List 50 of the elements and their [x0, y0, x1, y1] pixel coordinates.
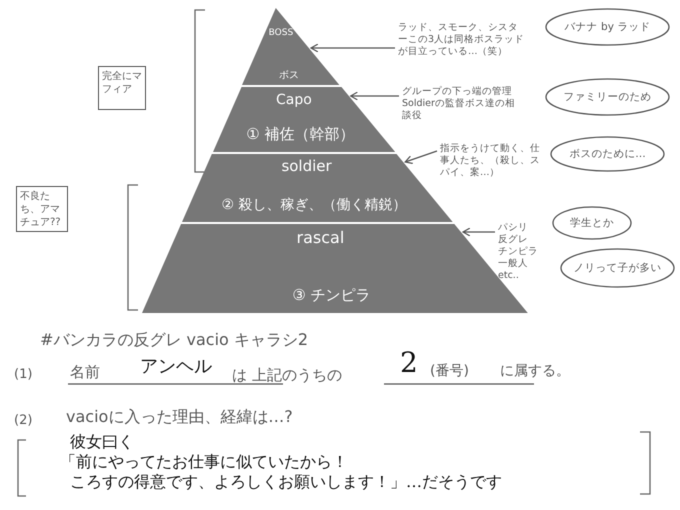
annotation-text: 指示をうけて動く、仕事人たち、（殺し、スパイ、案…） — [440, 143, 540, 179]
note-box — [98, 66, 146, 110]
pyramid-tier — [212, 87, 395, 152]
tier-label: ② 殺し、稼ぎ、（働く精鋭） — [221, 196, 406, 214]
pyramid-tier — [242, 8, 340, 85]
bubble-text: ボスのために… — [568, 147, 647, 161]
speech-bubble — [545, 8, 670, 46]
annotation-text: チンピラ — [498, 246, 539, 258]
annotation-text: グループの下っ端の管理Soldierの監督ボス達の相談役 — [402, 86, 516, 122]
pyramid-tier — [142, 224, 528, 313]
bubble-text: バナナ by ラッド — [564, 20, 652, 34]
bubble-text: 学生とか — [569, 216, 615, 230]
filled-answer: アンヘル — [140, 355, 212, 378]
speech-bubble — [550, 136, 665, 172]
item-number: (1) — [14, 367, 32, 382]
bubble-text: ノリって子が多い — [572, 261, 662, 275]
answer-text: 「前にやってたお仕事に似ていたから！ — [60, 452, 348, 473]
annotation-text: etc.. — [498, 270, 520, 282]
tier-label: soldier — [281, 157, 332, 175]
answer-text: 彼女曰く — [70, 432, 134, 453]
prompt-text: は 上記のうちの — [232, 366, 342, 385]
box-text: 完全にマフィア — [101, 70, 143, 97]
prompt-text: に属する。 — [500, 362, 570, 380]
arrow — [462, 227, 495, 237]
speech-bubble — [552, 206, 632, 240]
question-text: vacioに入った理由、経緯は…? — [66, 407, 293, 428]
item-number: (2) — [14, 413, 32, 428]
arrow — [404, 150, 438, 164]
filled-answer: 2 — [400, 346, 418, 379]
annotation-text: 一般人 — [498, 258, 529, 270]
heading: #バンカラの反グレ vacio キャラシ2 — [40, 330, 308, 351]
speech-bubble — [560, 248, 675, 288]
tier-label: ボス — [278, 69, 299, 82]
tier-label: ① 補佐（幹部） — [246, 125, 354, 144]
tier-label: rascal — [296, 228, 344, 247]
tier-label: BOSS — [268, 28, 294, 38]
annotation-text: 反グレ — [498, 234, 529, 246]
field-hint: (番号) — [430, 362, 469, 380]
arrow — [310, 43, 395, 53]
field-label: 名前 — [70, 363, 100, 382]
note-box — [16, 186, 68, 232]
annotation-text: パシリ — [498, 222, 529, 234]
bubble-text: ファミリーのため — [562, 90, 652, 104]
tier-label: ③ チンピラ — [292, 286, 371, 305]
speech-bubble — [545, 78, 670, 116]
annotation-text: ラッド、スモーク、シスターこの3人は同格ボスラッドが目立っている…（笑） — [398, 22, 526, 58]
tier-label: Capo — [276, 92, 312, 108]
answer-text: ころすの得意です、よろしくお願いします！」…だそうです — [70, 472, 502, 493]
arrow — [350, 91, 399, 101]
box-text: 不良たち、アマチュア?? — [19, 190, 62, 230]
